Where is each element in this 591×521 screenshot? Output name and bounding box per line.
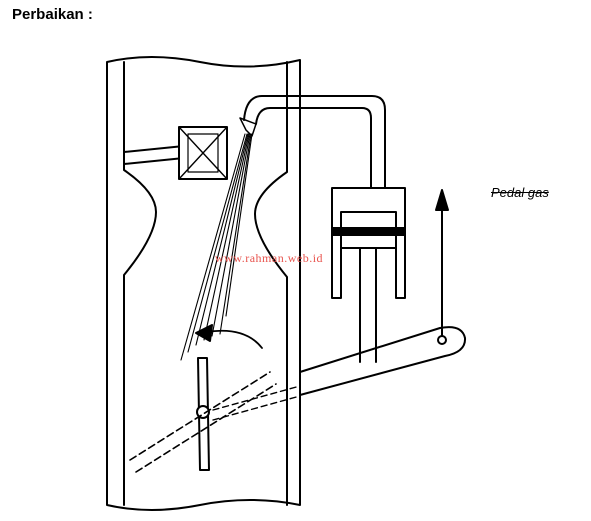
linkage-lever bbox=[299, 326, 467, 396]
venturi-left-wall bbox=[123, 61, 157, 506]
carburetor-body-outline bbox=[106, 56, 301, 511]
choke-block-inner bbox=[187, 133, 219, 173]
fuel-pipe-inner bbox=[255, 107, 372, 189]
air-guide-rod bbox=[123, 145, 185, 165]
throttle-open-position bbox=[129, 371, 277, 473]
throttle-link-dashed bbox=[212, 385, 301, 421]
pedal-gas-label: Pedal gas bbox=[491, 185, 549, 200]
throttle-plate bbox=[197, 357, 210, 471]
curved-arrow-head bbox=[195, 324, 213, 342]
fuel-spray bbox=[180, 133, 253, 361]
up-arrow-icon bbox=[435, 189, 449, 211]
fuel-pipe-outer bbox=[243, 95, 386, 189]
choke-block-diagonals bbox=[178, 126, 228, 180]
venturi-right-wall bbox=[254, 61, 288, 506]
nozzle-tip bbox=[239, 117, 257, 137]
piston-rod bbox=[359, 247, 377, 363]
page-heading: Perbaikan : bbox=[12, 6, 93, 23]
watermark-text: www.rahman.web.id bbox=[215, 251, 324, 265]
lever-pivot bbox=[437, 335, 447, 345]
piston-seal bbox=[331, 227, 406, 236]
curved-arrow-icon bbox=[205, 329, 263, 349]
throttle-shaft bbox=[196, 405, 210, 419]
